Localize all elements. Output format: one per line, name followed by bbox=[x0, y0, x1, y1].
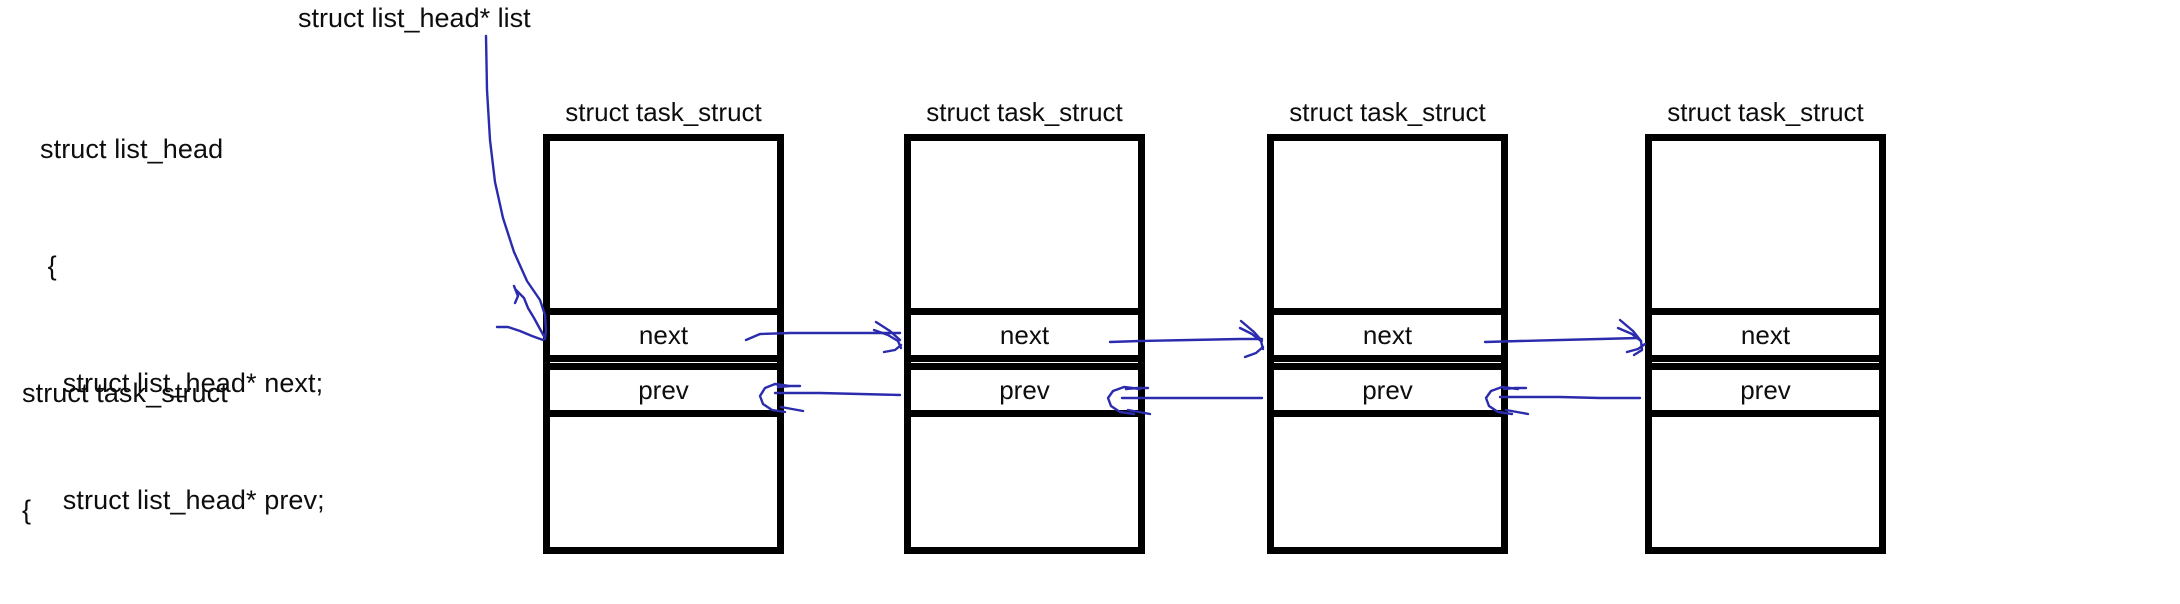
field-prev: prev bbox=[1645, 363, 1886, 417]
code-line: struct list_head* prev; bbox=[40, 485, 325, 515]
list-pointer-label: struct list_head* list bbox=[298, 3, 531, 33]
link-node3-next-to-node4-next bbox=[1483, 318, 1647, 357]
code-line: } bbox=[40, 598, 325, 604]
link-list-pointer-to-node1-next bbox=[484, 34, 548, 342]
task-struct-node-4: struct task_struct next prev bbox=[1645, 97, 1886, 554]
field-next: next bbox=[543, 308, 784, 362]
link-fields: next prev bbox=[904, 308, 1145, 417]
task-struct-node-1: struct task_struct next prev bbox=[543, 97, 784, 554]
node-title: struct task_struct bbox=[565, 97, 762, 127]
field-prev: prev bbox=[1267, 363, 1508, 417]
link-node4-prev-to-node3-prev bbox=[1484, 385, 1642, 416]
code-line: { bbox=[40, 251, 57, 281]
link-fields: next prev bbox=[1267, 308, 1508, 417]
field-prev: prev bbox=[543, 363, 784, 417]
task-struct-node-3: struct task_struct next prev bbox=[1267, 97, 1508, 554]
field-next: next bbox=[1267, 308, 1508, 362]
code-block-task-struct: struct task_struct { int x; int y; int z… bbox=[22, 296, 228, 604]
code-line: { bbox=[22, 495, 32, 525]
field-next: next bbox=[904, 308, 1145, 362]
task-struct-node-2: struct task_struct next prev bbox=[904, 97, 1145, 554]
code-line: struct list_head bbox=[40, 134, 224, 164]
node-title: struct task_struct bbox=[1667, 97, 1864, 127]
code-block-list-head: struct list_head { struct list_head* nex… bbox=[40, 52, 325, 604]
field-next: next bbox=[1645, 308, 1886, 362]
link-fields: next prev bbox=[1645, 308, 1886, 417]
link-fields: next prev bbox=[543, 308, 784, 417]
field-prev: prev bbox=[904, 363, 1145, 417]
code-line: struct task_struct bbox=[22, 378, 228, 408]
node-title: struct task_struct bbox=[926, 97, 1123, 127]
node-title: struct task_struct bbox=[1289, 97, 1486, 127]
code-line: struct list_head* next; bbox=[40, 368, 324, 398]
